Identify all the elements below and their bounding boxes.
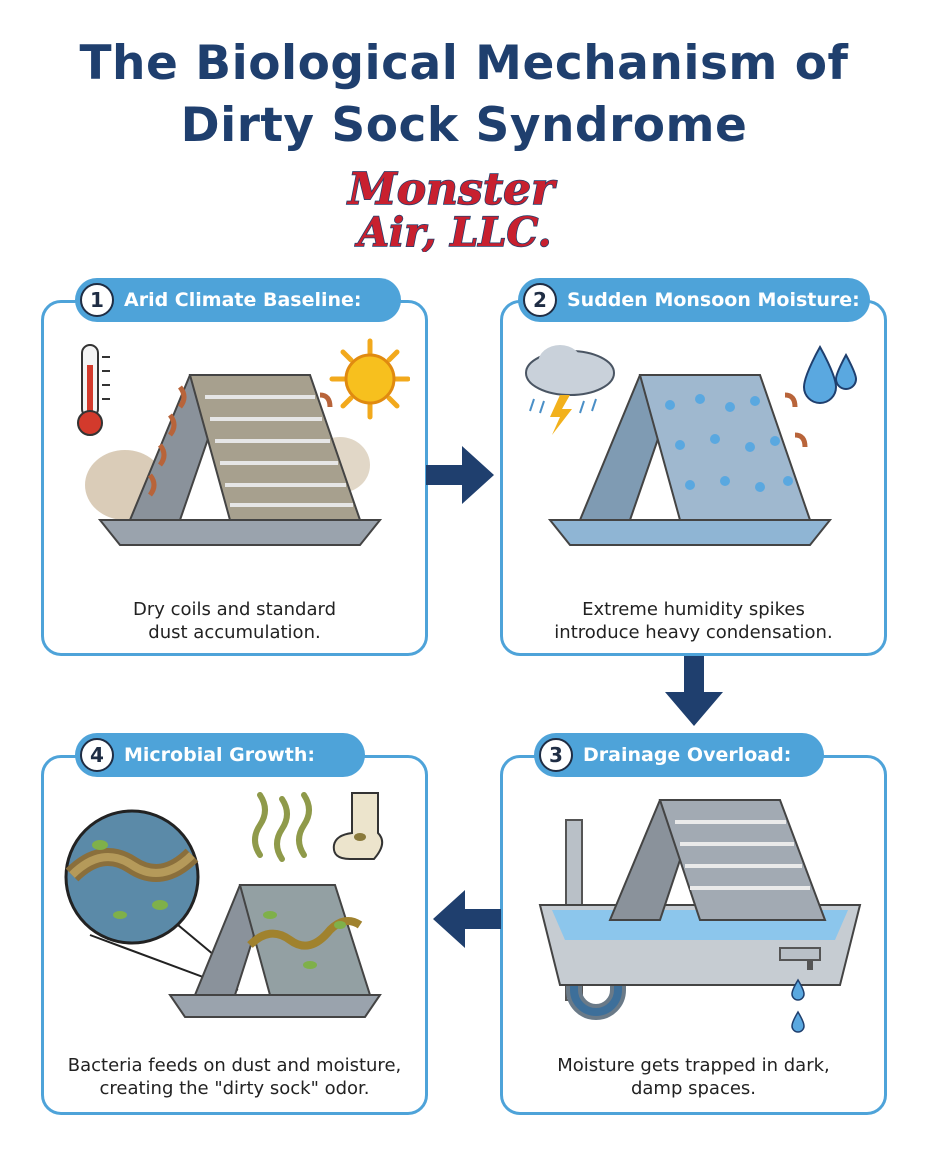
logo-word-air: Air, LLC. — [354, 209, 552, 252]
step-label-3: Drainage Overload: — [583, 744, 792, 766]
storm-cloud-icon — [525, 345, 615, 435]
step-pill-3: 3 Drainage Overload: — [534, 733, 824, 777]
step-pill-4: 4 Microbial Growth: — [75, 733, 365, 777]
step-number-2: 2 — [523, 283, 557, 317]
water-drops-icon — [802, 344, 858, 404]
arrow-right — [426, 446, 494, 504]
sun-icon — [329, 338, 410, 420]
thermometer-icon — [77, 344, 110, 436]
odor-waves-icon — [252, 792, 312, 862]
step-label-4: Microbial Growth: — [124, 744, 315, 766]
monster-air-logo: Monster Air, LLC. — [345, 163, 558, 252]
step-pill-2: 2 Sudden Monsoon Moisture: — [518, 278, 870, 322]
dry-coil-illustration — [77, 338, 410, 546]
drain-pan-illustration — [538, 799, 862, 1033]
step-number-4: 4 — [80, 738, 114, 772]
step-caption-1: Dry coils and standard dust accumulation… — [132, 599, 337, 643]
arrow-left — [433, 890, 501, 948]
arrow-down — [665, 656, 723, 726]
microbial-coil-illustration — [64, 792, 384, 1018]
page-title-line-1: The Biological Mechanism of — [79, 36, 849, 91]
logo-word-monster: Monster — [346, 164, 557, 215]
page-title-line-2: Dirty Sock Syndrome — [180, 98, 748, 153]
step-caption-2: Extreme humidity spikes introduce heavy … — [554, 599, 833, 643]
step-pill-1: 1 Arid Climate Baseline: — [75, 278, 401, 322]
step-number-3: 3 — [539, 738, 573, 772]
step-label-1: Arid Climate Baseline: — [124, 289, 362, 311]
wet-coil-illustration — [525, 344, 858, 546]
step-number-1: 1 — [80, 283, 114, 317]
step-caption-3: Moisture gets trapped in dark, damp spac… — [557, 1055, 830, 1099]
step-caption-4: Bacteria feeds on dust and moisture, cre… — [67, 1055, 402, 1099]
step-label-2: Sudden Monsoon Moisture: — [567, 289, 860, 311]
dirty-sock-icon — [332, 792, 384, 860]
